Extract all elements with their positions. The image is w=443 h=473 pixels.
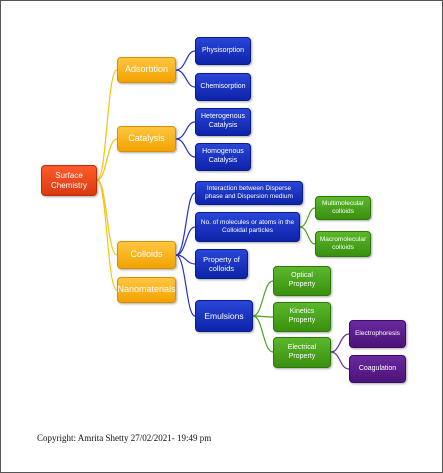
node-interaction-phase-medium: Interaction between Disperse phase and D… (195, 181, 303, 205)
node-heterogenous-catalysis: Heterogenous Catalysis (195, 108, 251, 136)
node-electrophoresis: Electrophoresis (349, 320, 406, 348)
node-homogenous-catalysis: Homogenous Catalysis (195, 143, 251, 171)
node-macromolecular-colloids: Macromolecular colloids (315, 231, 371, 257)
copyright-text: Copyright: Amrita Shetty 27/02/2021- 19:… (37, 433, 212, 443)
node-property-of-colloids: Property of colloids (195, 249, 248, 279)
node-emulsions: Emulsions (195, 300, 253, 332)
node-kinetics-property: Kinetics Property (273, 302, 331, 332)
node-electrical-property: Electrical Property (273, 337, 331, 368)
node-physisorption: Physisorption (195, 37, 251, 65)
node-coagulation: Coagulation (349, 355, 406, 383)
node-colloids: Colloids (117, 241, 176, 269)
node-multimolecular-colloids: Multimolecular colloids (315, 196, 371, 220)
node-catalysis: Catalysis (117, 126, 176, 152)
node-adsorbtion: Adsorbtion (117, 57, 176, 83)
node-nanomaterials: Nanomaterials (117, 277, 176, 303)
node-surface-chemistry: Surface Chemistry (41, 165, 97, 196)
node-molecules-atoms: No. of molecules or atoms in the Colloid… (195, 212, 300, 242)
node-chemisorption: Chemisorption (195, 73, 251, 101)
node-optical-property: Optical Property (273, 266, 331, 296)
